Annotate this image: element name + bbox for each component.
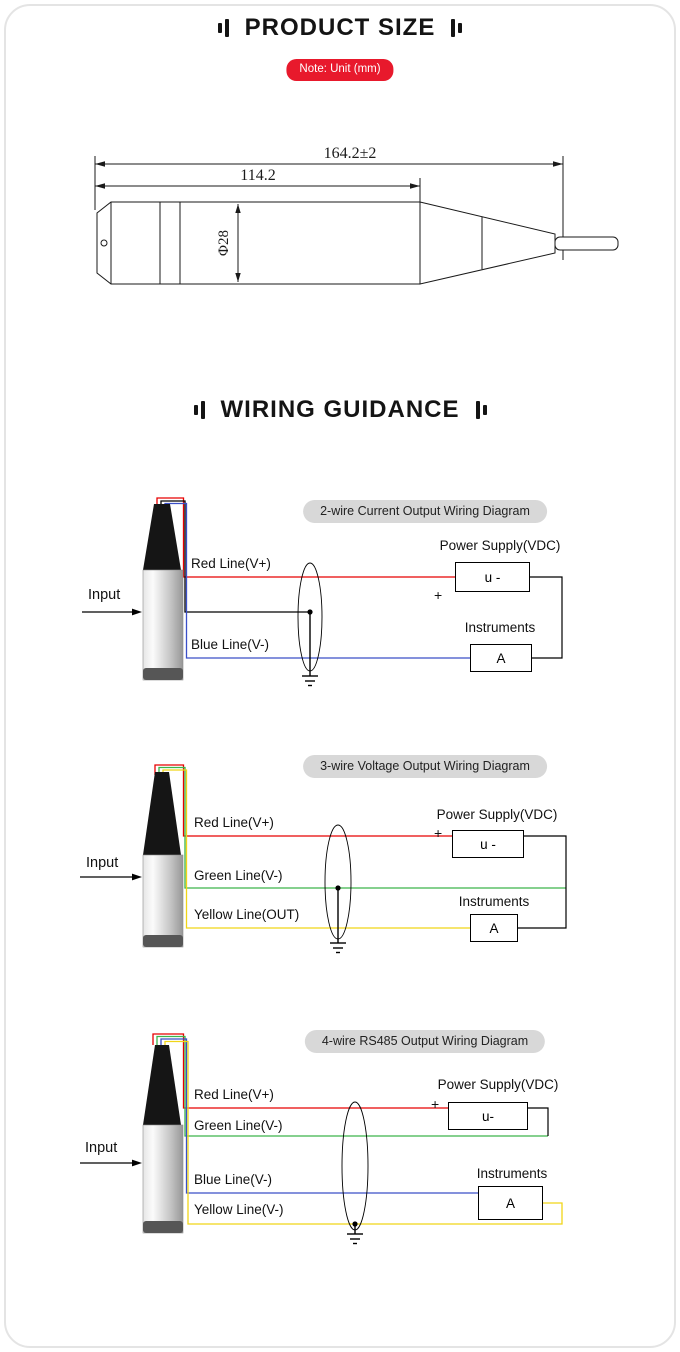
wiring-diagram-3-wire: 3-wire Voltage Output Wiring Diagram Inp… [0,753,680,988]
sensor-graphic [142,504,184,681]
title-decoration-right-icon [475,401,487,419]
red-wire [156,497,470,578]
wiring-guidance-header: WIRING GUIDANCE [0,396,680,424]
wiring-diagram-2-wire: 2-wire Current Output Wiring Diagram Inp… [0,490,680,720]
circuit-return-wire [522,1107,549,1136]
title-decoration-left-icon [217,19,229,37]
product-size-header: PRODUCT SIZE [0,14,680,42]
title-decoration-left-icon [193,401,205,419]
green-line-label: Green Line(V-) [194,1118,283,1133]
product-size-title: PRODUCT SIZE [244,14,436,41]
diagram-label: 2-wire Current Output Wiring Diagram [303,500,547,523]
red-wire [152,1033,460,1109]
plus-sign: + [434,825,443,841]
wiring-diagram-4-wire: 4-wire RS485 Output Wiring Diagram Input… [0,1028,680,1268]
instruments-box: A [470,914,518,942]
red-line-label: Red Line(V+) [194,815,274,830]
yellow-line-label: Yellow Line(V-) [194,1202,284,1217]
yellow-line-label: Yellow Line(OUT) [194,907,300,922]
power-supply-box: u - [452,830,524,858]
instruments-label: Instruments [458,894,530,909]
blue-wire [160,1038,490,1194]
wiring-diagram-4-wire-graphic [80,1033,563,1245]
wiring-diagram-2-wire-graphic [82,497,563,687]
body-length-dimension: 114.2 [240,167,275,184]
red-wire [154,764,470,837]
input-label: Input [85,1140,118,1156]
wiring-diagram-3-wire-graphic [80,764,567,954]
input-arrow [80,873,142,881]
power-supply-label: Power Supply(VDC) [439,538,561,553]
plus-sign: + [434,587,443,603]
diagram-label: 3-wire Voltage Output Wiring Diagram [303,755,547,778]
instruments-box: A [478,1186,543,1220]
sensor-graphic [142,772,184,948]
dimension-arrowheads [95,161,563,189]
title-decoration-right-icon [451,19,463,37]
input-arrow [80,1159,142,1167]
diameter-dimension: Φ28 [216,230,232,256]
power-supply-label: Power Supply(VDC) [436,807,558,822]
black-shield-wire [160,500,310,613]
circuit-return-wire [520,576,563,659]
green-line-label: Green Line(V-) [194,868,283,883]
power-supply-box: u- [448,1102,528,1130]
ground-symbol [347,1221,363,1245]
green-wire [158,766,566,889]
instruments-label: Instruments [464,620,536,635]
green-wire [156,1035,548,1137]
overall-length-dimension: 164.2±2 [324,145,377,162]
shield-ellipse [341,1101,369,1231]
red-line-label: Red Line(V+) [194,1087,274,1102]
wiring-guidance-title: WIRING GUIDANCE [220,396,460,423]
ground-symbol [330,885,346,954]
instruments-box: A [470,644,532,672]
instruments-label: Instruments [476,1166,548,1181]
sensor-graphic [142,1045,184,1234]
blue-line-label: Blue Line(V-) [191,637,270,652]
unit-note-badge: Note: Unit (mm) [286,59,394,81]
input-arrow [82,608,142,616]
yellow-wire [164,1040,563,1225]
diagram-label: 4-wire RS485 Output Wiring Diagram [304,1030,546,1053]
cable [554,236,619,251]
blue-wire [164,502,480,659]
ground-symbol [302,609,318,687]
circuit-return-wire [514,835,567,929]
power-supply-box: u - [455,562,530,592]
product-dimension-drawing: 164.2±2 114.2 Φ28 [94,145,619,285]
input-label: Input [88,587,121,603]
input-label: Input [86,855,119,871]
power-supply-label: Power Supply(VDC) [437,1077,559,1092]
blue-line-label: Blue Line(V-) [194,1172,273,1187]
red-line-label: Red Line(V+) [191,556,271,571]
sensor-outline [96,201,619,285]
plus-sign: + [431,1096,440,1112]
diameter-dimension-group: Φ28 [216,204,241,282]
yellow-wire [162,769,488,929]
